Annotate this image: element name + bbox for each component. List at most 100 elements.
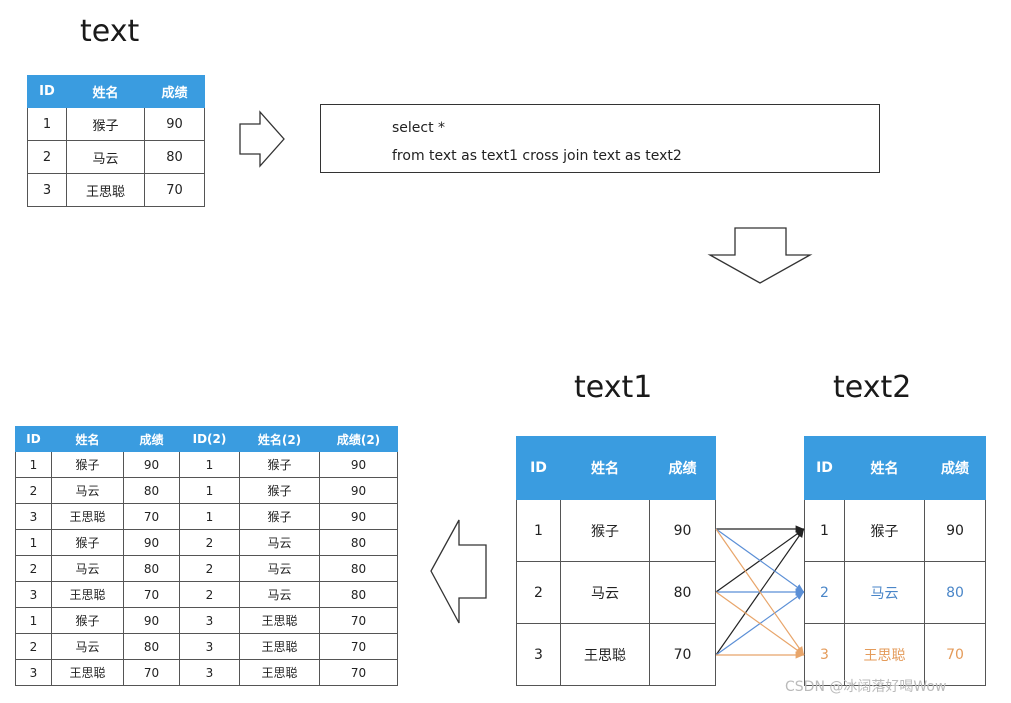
header-id: ID [15,426,52,452]
cell: 1 [179,477,240,504]
cell: 王思聪 [560,623,650,686]
header-name: 姓名 [66,75,145,108]
cell: 猴子 [51,529,124,556]
cell: 2 [179,581,240,608]
cell: 70 [144,173,205,207]
table-header-row: ID 姓名 成绩 [804,436,986,500]
cell: 80 [924,561,986,624]
header-score: 成绩 [924,436,986,500]
table-header-row: ID 姓名 成绩 ID(2) 姓名(2) 成绩(2) [15,426,398,452]
cell: 2 [516,561,561,624]
cell: 90 [123,529,180,556]
cell: 70 [924,623,986,686]
cell: 猴子 [239,477,320,504]
source-table-title: text [80,14,140,49]
header-id: ID [27,75,67,108]
table-header-row: ID 姓名 成绩 [516,436,716,500]
cell: 1 [516,499,561,562]
cell: 90 [123,451,180,478]
cell: 70 [319,659,398,686]
sql-line-1: select * [392,120,446,136]
cell: 70 [649,623,716,686]
connector-line [715,591,805,656]
cell: 90 [319,451,398,478]
left-arrow-icon [430,519,487,624]
cell: 猴子 [844,499,925,562]
cell: 90 [649,499,716,562]
cell: 2 [179,555,240,582]
right-arrow-icon [239,110,285,168]
cell: 王思聪 [66,173,145,207]
header-name: 姓名 [844,436,925,500]
header-id: ID [516,436,561,500]
cell: 1 [179,503,240,530]
cell: 80 [123,555,180,582]
cell: 3 [804,623,845,686]
cell: 2 [15,555,52,582]
cell: 80 [123,633,180,660]
text2-table-title: text2 [833,370,912,405]
cell: 70 [123,503,180,530]
cell: 80 [144,140,205,174]
cell: 王思聪 [51,581,124,608]
header-id: ID [804,436,845,500]
cell: 1 [179,451,240,478]
sql-line-2: from text as text1 cross join text as te… [392,148,682,164]
cell: 90 [144,107,205,141]
cell: 王思聪 [239,633,320,660]
cell: 80 [319,555,398,582]
cross-join-connectors [715,525,805,659]
cell: 马云 [844,561,925,624]
cell: 猴子 [51,607,124,634]
connector-line [715,528,805,593]
header-score: 成绩 [144,75,205,108]
cell: 90 [123,607,180,634]
cell: 马云 [239,581,320,608]
cell: 猴子 [51,451,124,478]
down-arrow-icon [707,227,813,284]
watermark: CSDN @冰阔落好喝Wow [785,679,947,695]
cell: 王思聪 [239,659,320,686]
cell: 猴子 [560,499,650,562]
cell: 3 [179,659,240,686]
cell: 猴子 [239,503,320,530]
connector-line [715,528,805,656]
cell: 马云 [560,561,650,624]
cell: 王思聪 [51,659,124,686]
table-header-row: ID 姓名 成绩 [27,75,205,108]
header-name: 姓名 [51,426,124,452]
cell: 马云 [239,555,320,582]
cell: 猴子 [66,107,145,141]
cell: 3 [15,659,52,686]
cell: 3 [516,623,561,686]
header-score: 成绩 [649,436,716,500]
cell: 80 [319,581,398,608]
header-name: 姓名 [560,436,650,500]
sql-query-box: select * from text as text1 cross join t… [320,104,880,173]
cell: 马云 [239,529,320,556]
cell: 90 [319,477,398,504]
header-score: 成绩 [123,426,180,452]
cell: 70 [123,659,180,686]
cell: 2 [804,561,845,624]
text1-table-title: text1 [574,370,653,405]
cell: 2 [15,633,52,660]
